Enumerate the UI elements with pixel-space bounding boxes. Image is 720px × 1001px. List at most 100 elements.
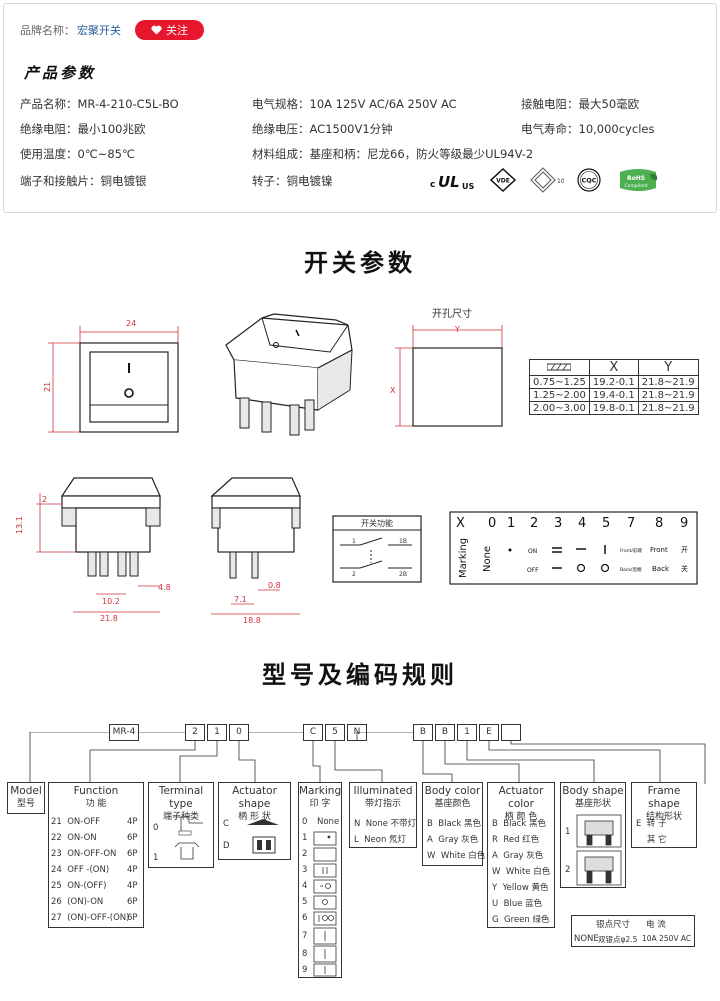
brand-row: 品牌名称： 宏聚开关 关注	[20, 20, 204, 40]
illuminated-title: Illuminated	[353, 785, 413, 797]
frame-shape-row: 其 它	[646, 835, 667, 845]
follow-button[interactable]: 关注	[135, 20, 204, 40]
dim-side-top: 2	[42, 495, 47, 504]
marking-box: Marking 印 字 0 None 1 2 3 4 5 6 7 8 9	[298, 782, 342, 978]
marking-symbols-icon	[313, 831, 337, 977]
function-cn: 功 能	[85, 799, 107, 809]
frame-shape-row: E 转 子	[636, 819, 667, 829]
marking-x-label: X	[456, 516, 465, 531]
follow-label: 关注	[166, 24, 188, 37]
switch-params-heading: 开关参数	[304, 249, 416, 277]
function-box: Function 功 能 21 ON-OFF 4P 22 ON-ON 6P 23…	[48, 782, 144, 928]
marking-code-5: 5	[602, 516, 610, 531]
dimension-drawings: 开孔尺寸 Y X 13.1 2 4.8 10.2 21.8	[15, 307, 698, 625]
marking-kai: 开	[681, 546, 688, 554]
code-cell	[501, 724, 521, 741]
marking-front-small: Front/前端	[620, 547, 642, 554]
marking-code-0: 0	[488, 516, 496, 531]
cutout-table-cell: 21.8~21.9	[637, 401, 699, 415]
side-view-drawing: 13.1 2 4.8 10.2 21.8	[15, 477, 171, 623]
silver-head-current: 电 流	[646, 920, 666, 930]
actuator-shape-title: Actuator shape	[232, 785, 277, 810]
cutout-table-x-header: X	[588, 359, 639, 376]
marking-code: 6	[302, 913, 308, 923]
model-header: Model 型号	[8, 785, 44, 811]
function-row: 26 (ON)-ON	[51, 897, 104, 907]
actuator-color-box: Actuator color 柄 颜 色 B Black 黑色 R Red 红色…	[487, 782, 555, 928]
illuminated-box: Illuminated 带灯指示 N None 不带灯 L Neon 氖灯	[349, 782, 417, 848]
code-cell: 0	[229, 724, 249, 741]
code-cell: 5	[325, 724, 345, 741]
dim-base-width: 21.8	[100, 614, 118, 623]
code-cell: 1	[207, 724, 227, 741]
body-color-row: A Gray 灰色	[427, 835, 479, 845]
marking-code-2: 2	[530, 516, 538, 531]
marking-none: None	[482, 546, 493, 572]
body-shape-icon	[576, 814, 622, 886]
body-shape-code: 1	[565, 827, 571, 837]
marking-code-8: 8	[655, 516, 663, 531]
marking-title: Marking	[299, 785, 342, 797]
actuator-color-row: A Gray 灰色	[492, 851, 544, 861]
code-rules-heading: 型号及编码规则	[262, 661, 458, 689]
model-title: Model	[10, 785, 42, 797]
svg-text:US: US	[462, 182, 474, 191]
code-cell: C	[303, 724, 323, 741]
enec-cert-logo: 10	[530, 167, 565, 197]
frame-shape-cn: 结构形状	[645, 812, 682, 822]
actuator-color-title: Actuator color	[498, 785, 544, 810]
isometric-drawing	[225, 313, 353, 436]
marking-on: ON	[528, 548, 537, 555]
svg-text:Compliant: Compliant	[624, 183, 647, 189]
marking-cn: 印 字	[309, 799, 331, 809]
function-row-pins: 6P	[127, 913, 138, 923]
body-color-cn: 基座颜色	[434, 799, 471, 809]
marking-back: Back	[652, 565, 670, 573]
marking-code: 1	[302, 833, 308, 843]
cutout-table: X Y 0.75~1.25 19.2-0.1 21.8~21.9 1.25~2.…	[529, 359, 699, 415]
cutout-drawing: 开孔尺寸 Y X	[390, 307, 503, 427]
section-title: 产品参数	[24, 64, 97, 82]
svg-text:CQC: CQC	[581, 177, 596, 185]
cutout-title: 开孔尺寸	[432, 307, 472, 320]
body-color-title: Body color	[424, 785, 481, 797]
illuminated-cn: 带灯指示	[364, 799, 401, 809]
code-cell-model: MR-4	[109, 724, 139, 741]
marking-code: 4	[302, 881, 308, 891]
brand-link[interactable]: 宏聚开关	[77, 24, 121, 37]
actuator-shape-code: D	[223, 841, 230, 851]
cutout-table-cell: 19.4-0.1	[588, 388, 639, 402]
marking-code-4: 4	[578, 516, 586, 531]
function-row-pins: 4P	[127, 881, 138, 891]
function-row-pins: 6P	[127, 897, 138, 907]
spec-rating: 电气规格：10A 125V AC/6A 250V AC	[252, 97, 457, 111]
body-shape-cn: 基座形状	[574, 799, 611, 809]
model-box: Model 型号	[7, 782, 45, 814]
function-label-1: 1	[352, 538, 356, 545]
actuator-color-cn: 柄 颜 色	[504, 812, 538, 822]
illuminated-row: L Neon 氖灯	[354, 835, 407, 845]
actuator-color-row: B Black 黑色	[492, 819, 546, 829]
dim-side-pin: 0.8	[268, 581, 281, 590]
marking-code: 0	[302, 817, 308, 827]
actuator-shape-box: Actuator shape 柄 形 状 C D	[218, 782, 291, 860]
actuator-shape-icon	[247, 819, 279, 854]
function-label-2b: 2B	[399, 571, 407, 578]
marking-code-9: 9	[680, 516, 688, 531]
brand-label: 品牌名称：	[20, 24, 75, 37]
code-cell: E	[479, 724, 499, 741]
terminal-code: 0	[153, 823, 159, 833]
terminal-type-icon	[173, 816, 203, 860]
spec-insulation-resistance: 绝缘电阻：最小100兆欧	[20, 122, 146, 136]
terminal-title: Terminal type	[158, 785, 204, 810]
svg-text:UL: UL	[438, 173, 460, 191]
body-shape-title: Body shape	[562, 785, 624, 797]
silver-current-box: 银点尺寸 电 流 NONE 双银点φ2.5 10A 250V AC	[571, 915, 695, 947]
end-view-drawing: 0.8 7.1 18.8	[210, 477, 301, 625]
marking-off: OFF	[527, 567, 539, 574]
silver-current: 10A 250V AC	[642, 934, 692, 943]
marking-code: 5	[302, 897, 308, 907]
cutout-table-cell: 1.25~2.00	[529, 388, 590, 402]
spec-insulation-voltage: 绝缘电压：AC1500V1分钟	[252, 122, 393, 136]
spec-material: 材料组成：基座和柄：尼龙66，防火等级最少UL94V-2	[252, 147, 534, 161]
